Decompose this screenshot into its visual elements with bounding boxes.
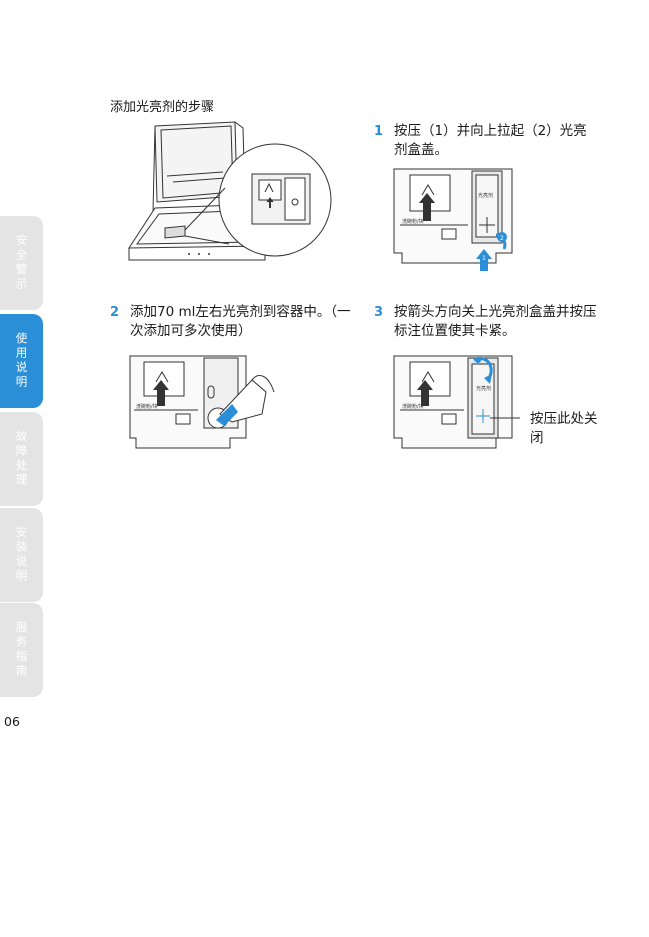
callout-2: 2 (500, 235, 504, 242)
side-tab-usage[interactable]: 使用说明 (0, 314, 43, 408)
side-tab-service[interactable]: 服务指南 (0, 603, 43, 697)
step-3-number: 3 (374, 305, 384, 320)
step-1: 1 按压（1）并向上拉起（2）光亮剂盒盖。 (374, 122, 594, 160)
side-tab-safety[interactable]: 安全警示 (0, 216, 43, 310)
press-here-label: 按压此处关闭 (530, 411, 598, 446)
callout-1: 1 (482, 255, 486, 262)
step-2: 2 添加70 ml左右光亮剂到容器中。（一次添加可多次使用） (110, 303, 360, 341)
step-2-text: 添加70 ml左右光亮剂到容器中。（一次添加可多次使用） (130, 304, 351, 339)
step-2-illustration: 洗碗粉/块 (128, 352, 276, 452)
side-tab-installation[interactable]: 安装说明 (0, 508, 43, 602)
detergent-label-2: 洗碗粉/块 (136, 403, 158, 410)
rinse-aid-label-3: 光亮剂 (476, 385, 491, 392)
step-3-svg: 洗碗粉/块 光亮剂 (393, 355, 520, 449)
side-tab-label: 故障处理 (14, 430, 29, 488)
dishwasher-svg (128, 121, 332, 261)
detergent-label-3: 洗碗粉/块 (402, 403, 424, 410)
page-number: 06 (4, 714, 20, 729)
section-title: 添加光亮剂的步骤 (110, 100, 215, 115)
side-tab-label: 使用说明 (14, 332, 29, 390)
detergent-label: 洗碗粉/块 (402, 218, 424, 225)
side-tab-troubleshooting[interactable]: 故障处理 (0, 412, 43, 506)
dishwasher-illustration (125, 118, 335, 270)
side-tab-label: 安装说明 (14, 526, 29, 584)
side-tab-label: 安全警示 (14, 234, 29, 292)
rinse-aid-label: 光亮剂 (478, 192, 493, 199)
step-1-number: 1 (374, 124, 384, 139)
step-3: 3 按箭头方向关上光亮剂盒盖并按压标注位置使其卡紧。 (374, 303, 604, 341)
step-1-illustration: 洗碗粉/块 光亮剂 2 1 (392, 165, 520, 275)
step-3-illustration: 洗碗粉/块 光亮剂 (392, 352, 520, 452)
step-1-text: 按压（1）并向上拉起（2）光亮剂盒盖。 (394, 123, 587, 158)
step-1-svg: 洗碗粉/块 光亮剂 2 1 (393, 168, 513, 271)
step-3-text: 按箭头方向关上光亮剂盒盖并按压标注位置使其卡紧。 (394, 304, 597, 339)
step-2-svg: 洗碗粉/块 (129, 355, 275, 449)
step-2-number: 2 (110, 305, 120, 320)
side-tab-label: 服务指南 (14, 621, 29, 679)
